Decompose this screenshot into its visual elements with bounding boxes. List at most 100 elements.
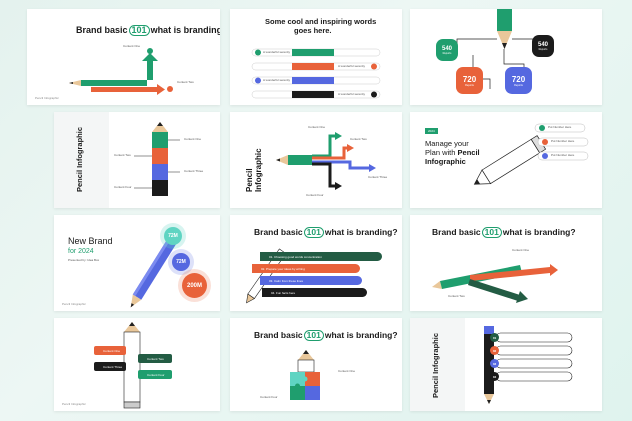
tab-content-four: Content Four xyxy=(138,370,172,379)
title-badge-101: 101 xyxy=(303,330,324,341)
title-text-pre: Brand basic xyxy=(254,227,303,237)
content-label-4: Content Four xyxy=(306,193,324,197)
stat-tile-1: 540 Reports xyxy=(436,39,458,61)
slide-title-line1: Some cool and inspiring words xyxy=(265,17,377,26)
footer-brand: Pencil Infographic xyxy=(62,302,86,306)
pencil-rows-graphic xyxy=(251,48,381,99)
year-tag: 2024 xyxy=(425,128,438,134)
title-line3: Infographic xyxy=(425,157,466,166)
vertical-title-panel xyxy=(54,112,109,208)
tab-content-two: Content Two xyxy=(138,354,172,363)
slide-title-line2: goes here. xyxy=(294,26,332,35)
footer-brand: Pencil Infographic xyxy=(35,96,59,100)
title-text-post: what is branding? xyxy=(324,227,398,237)
title-text-pre: Brand basic xyxy=(254,330,303,340)
content-label-2: Content Two xyxy=(350,137,367,141)
diagonal-pencil-graphic xyxy=(130,230,182,308)
number-badge-3: 03 xyxy=(490,359,499,368)
row-2-label: A wonderful serenity xyxy=(338,64,366,68)
item-label-3: Put Number Here xyxy=(551,153,575,157)
content-four-label: Content Four xyxy=(260,395,278,399)
title-line2-text: Plan with xyxy=(425,148,456,157)
number-badge-1: 01 xyxy=(490,333,499,342)
content-one-dot xyxy=(147,48,153,54)
diagonal-pencil-graphic xyxy=(473,123,589,185)
tab-content-one: Content One xyxy=(94,346,126,355)
content-label-2: Content Two xyxy=(114,153,131,157)
pencil-body-green xyxy=(81,80,147,86)
number-badge-2: 02 xyxy=(490,346,499,355)
stat-circle-1: 72M xyxy=(164,227,182,245)
tab-content-three: Content Three xyxy=(94,362,126,371)
number-badge-4: 04 xyxy=(490,372,499,381)
step-bar-1: 01. Choosing good words concentration xyxy=(260,252,382,261)
slide-thumbnail-12[interactable]: Pencil Infographic 01 02 03 04 xyxy=(410,318,602,411)
step-bar-2: 02. Prepare your ideas by writing xyxy=(252,264,360,273)
content-label-4: Content Four xyxy=(114,185,132,189)
pencil-lead xyxy=(69,82,73,84)
slide-thumbnail-2[interactable]: Some cool and inspiring words goes here. xyxy=(230,9,402,105)
row-2 xyxy=(251,62,381,71)
stat-value: 720 xyxy=(462,74,477,84)
content-one-label: Content One xyxy=(338,369,356,373)
slide-thumbnail-3[interactable]: 540 Reports 720 Reports 720 Reports 540 … xyxy=(410,9,602,105)
row-1 xyxy=(251,48,381,57)
item-label-2: Put Number Here xyxy=(551,139,575,143)
row-4 xyxy=(251,90,381,99)
step-bar-4: 04. Fun facts here xyxy=(262,288,367,297)
slide-thumbnail-6[interactable]: 2024 Manage your Plan with Pencil Infogr… xyxy=(410,112,602,208)
stat-value: 540 xyxy=(441,45,452,52)
branching-pencil-graphic xyxy=(276,132,376,190)
content-two-label: Content Two xyxy=(448,294,465,298)
arrow-right-head xyxy=(157,84,165,95)
arrow-right-bar xyxy=(91,87,157,92)
title-line2: for 2024 xyxy=(68,248,94,255)
title-text-pre: Brand basic xyxy=(432,227,481,237)
crossed-pencils-graphic xyxy=(432,264,558,303)
slide-thumbnail-4[interactable]: Pencil Infographic Content One Content T… xyxy=(54,112,220,208)
title-text-pre: Brand basic xyxy=(76,25,128,35)
content-one-label: Content One xyxy=(123,44,141,48)
title-badge-101: 101 xyxy=(303,227,324,238)
slide-thumbnail-7[interactable]: New Brand for 2024 Presented by: Idea Bo… xyxy=(54,215,220,311)
arrow-up xyxy=(142,53,158,80)
stat-value: 540 xyxy=(537,41,548,48)
stat-circle-2: 72M xyxy=(172,253,190,271)
stat-sub: Reports xyxy=(538,47,548,51)
content-one-label: Content One xyxy=(512,248,530,252)
content-label-3: Content Three xyxy=(368,175,388,179)
title-text-post: what is branding? xyxy=(324,330,398,340)
stat-tile-2: 720 Reports xyxy=(456,67,483,94)
numbered-pencil-graphic xyxy=(484,326,573,404)
footer-brand: Pencil Infographic xyxy=(62,402,86,406)
title-text-post: what is branding? xyxy=(502,227,576,237)
content-label-3: Content Three xyxy=(184,169,204,173)
pencil-tip xyxy=(69,80,81,86)
title-line1: Manage your xyxy=(425,139,469,148)
stat-value: 720 xyxy=(511,74,526,84)
title-bold-word: Pencil xyxy=(457,148,480,157)
stat-tile-3: 720 Reports xyxy=(505,67,532,94)
step-bar-3: 03. Calm from these lines xyxy=(260,276,362,285)
vertical-title-panel xyxy=(410,318,465,411)
stat-sub: Reports xyxy=(514,83,523,87)
pencil-arrow-graphic xyxy=(69,48,173,95)
slide-thumbnail-10[interactable]: Content One Content Two Content Three Co… xyxy=(54,318,220,411)
slide-thumbnail-5[interactable]: Pencil Infographic Content One Content T… xyxy=(230,112,402,208)
item-label-1: Put Number Here xyxy=(548,125,572,129)
stat-circle-3: 200M xyxy=(182,273,207,298)
title-text-post: what is branding? xyxy=(150,25,220,35)
presenter-subtitle: Presented by: Idea Box xyxy=(68,258,100,262)
stacked-pencil-graphic xyxy=(134,122,180,196)
stat-sub: Reports xyxy=(465,83,474,87)
vertical-pencil-tabs-graphic xyxy=(123,322,141,409)
